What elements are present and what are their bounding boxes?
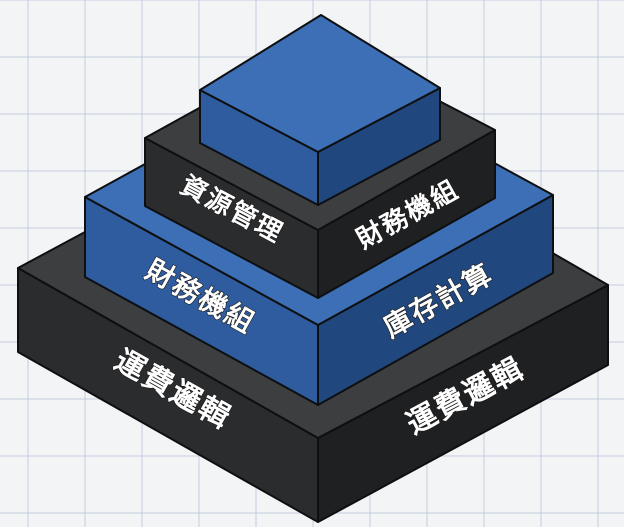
tier-top-top-face	[199, 14, 441, 153]
tier-top	[199, 14, 441, 206]
